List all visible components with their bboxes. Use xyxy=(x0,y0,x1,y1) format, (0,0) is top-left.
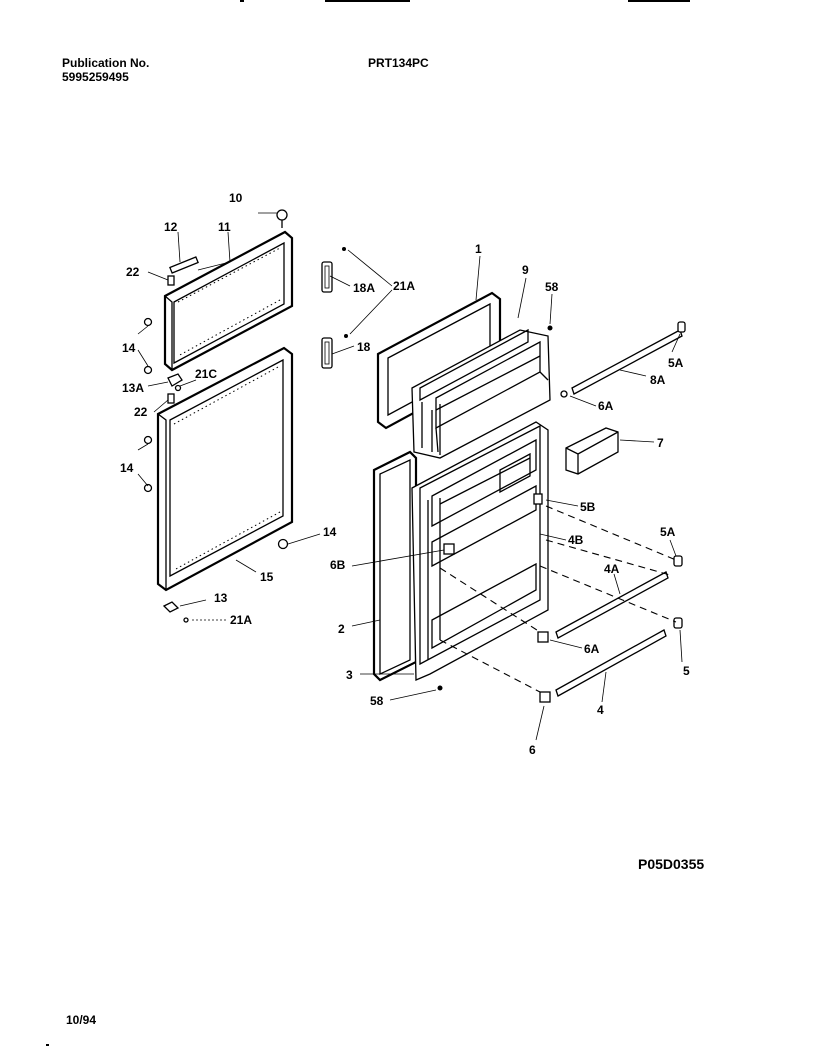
shelf-bar-8a xyxy=(560,321,686,398)
callout-21a-bottom: 21A xyxy=(230,613,252,627)
callout-6b: 6B xyxy=(330,558,346,572)
callout-14-c: 14 xyxy=(323,525,337,539)
callout-10: 10 xyxy=(229,191,243,205)
callout-3: 3 xyxy=(346,668,353,682)
fresh-food-door-assembly xyxy=(372,421,549,691)
callout-5a-mid: 5A xyxy=(660,525,676,539)
callout-15: 15 xyxy=(260,570,274,584)
callout-2: 2 xyxy=(338,622,345,636)
callout-21a-top: 21A xyxy=(393,279,415,293)
publication-label: Publication No. xyxy=(62,56,150,70)
callout-7: 7 xyxy=(657,436,664,450)
callout-13a: 13A xyxy=(122,381,144,395)
corner-mark xyxy=(46,1044,49,1046)
fresh-food-door-panel xyxy=(156,346,294,592)
shelf-bars xyxy=(537,555,683,703)
diagram-code: P05D0355 xyxy=(638,856,705,872)
callout-labels: 10 12 11 22 14 21C 13A 22 14 14 15 13 21… xyxy=(120,191,690,757)
assembly-guide-lines xyxy=(439,505,677,693)
callout-58-bottom: 58 xyxy=(370,694,384,708)
callout-22-top: 22 xyxy=(126,265,140,279)
callout-22-bottom: 22 xyxy=(134,405,148,419)
callout-8a: 8A xyxy=(650,373,666,387)
callout-4a: 4A xyxy=(604,562,620,576)
leader-lines xyxy=(137,212,683,741)
callout-1: 1 xyxy=(475,242,482,256)
callout-5: 5 xyxy=(683,664,690,678)
callout-14-b: 14 xyxy=(120,461,134,475)
callout-4b: 4B xyxy=(568,533,584,547)
callout-12: 12 xyxy=(164,220,178,234)
callout-18: 18 xyxy=(357,340,371,354)
callout-5a-top: 5A xyxy=(668,356,684,370)
callout-18a: 18A xyxy=(353,281,375,295)
hinge-cover-parts xyxy=(321,247,348,369)
callout-13: 13 xyxy=(214,591,228,605)
dairy-door xyxy=(565,427,619,475)
callout-6: 6 xyxy=(529,743,536,757)
cropped-top-text xyxy=(240,0,690,2)
callout-6a-bottom: 6A xyxy=(584,642,600,656)
left-small-parts xyxy=(143,209,289,623)
publication-number: 5995259495 xyxy=(62,70,129,84)
model-number: PRT134PC xyxy=(368,56,429,70)
callout-14-a: 14 xyxy=(122,341,136,355)
callout-58-top: 58 xyxy=(545,280,559,294)
callout-11: 11 xyxy=(218,220,231,234)
freezer-door-panel xyxy=(163,230,294,372)
callout-9: 9 xyxy=(522,263,529,277)
callout-4: 4 xyxy=(597,703,604,717)
freezer-door-assembly xyxy=(376,291,553,459)
callout-6a-top: 6A xyxy=(598,399,614,413)
callout-21c: 21C xyxy=(195,367,217,381)
callout-5b: 5B xyxy=(580,500,596,514)
revision-date: 10/94 xyxy=(66,1013,97,1027)
